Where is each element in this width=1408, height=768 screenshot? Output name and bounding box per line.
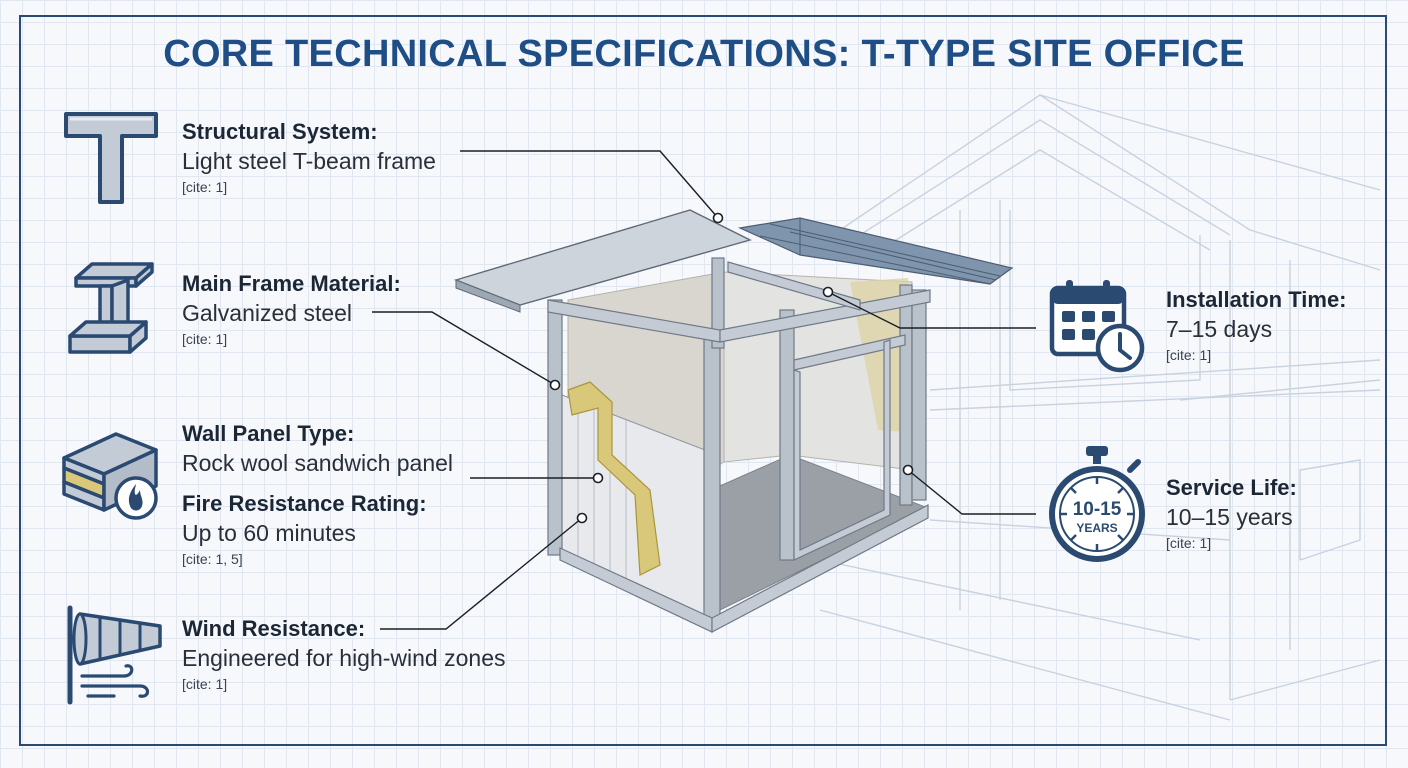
background-building-sketch (819, 94, 1381, 721)
spec-value: Engineered for high-wind zones (182, 645, 506, 671)
spec-cite: [cite: 1] (182, 179, 228, 195)
post-right-front (911, 289, 927, 501)
leader-install (827, 291, 1036, 329)
calendar-clock-icon (1049, 280, 1145, 373)
post-front-mid (703, 329, 721, 621)
leader-wind (380, 517, 583, 630)
sandwich-panel-fire-icon (62, 432, 158, 520)
spec-cite: [cite: 1] (182, 331, 228, 347)
bottom-rail-right (711, 504, 929, 633)
spec-cite: [cite: 1] (182, 676, 228, 692)
post-back-mid (711, 257, 725, 349)
post-front-left (547, 299, 563, 556)
ridge-beam (727, 261, 861, 311)
leader-life (907, 469, 1036, 515)
spec-label: Structural System: (182, 119, 378, 144)
t-beam-icon (64, 112, 158, 204)
spec-label: Service Life: (1166, 475, 1297, 500)
spec-wind-resistance: Wind Resistance: Engineered for high-win… (182, 615, 505, 695)
spec-label: Main Frame Material: (182, 271, 401, 296)
stopwatch-icon: 10-15 YEARS (1049, 446, 1145, 562)
outer-frame (19, 15, 1387, 746)
leader-frame (372, 311, 556, 386)
spec-value: 7–15 days (1166, 316, 1273, 342)
spec-label: Fire Resistance Rating: (182, 491, 427, 516)
spec-value: Light steel T-beam frame (182, 148, 436, 174)
spec-wall-panel: Wall Panel Type: Rock wool sandwich pane… (182, 420, 453, 478)
spec-value: Galvanized steel (182, 300, 353, 326)
i-beam-icon (68, 262, 154, 354)
spec-label: Installation Time: (1166, 287, 1347, 312)
spec-structural: Structural System: Light steel T-beam fr… (182, 118, 436, 198)
spec-fire-resistance: Fire Resistance Rating: Up to 60 minutes… (182, 490, 427, 570)
spec-frame-material: Main Frame Material: Galvanized steel [c… (182, 270, 401, 350)
spec-value: Rock wool sandwich panel (182, 450, 454, 476)
spec-cite: [cite: 1] (1166, 535, 1212, 551)
spec-cite: [cite: 1] (1166, 347, 1212, 363)
mid-beam (793, 334, 906, 371)
leader-structural (460, 150, 719, 219)
stopwatch-years-range: 10-15 (1073, 499, 1122, 520)
spec-label: Wall Panel Type: (182, 421, 355, 446)
windsock-icon (67, 605, 162, 705)
roof-left-fascia (455, 279, 521, 313)
door-frame (793, 339, 891, 561)
spec-value: Up to 60 minutes (182, 520, 356, 546)
rock-wool-insulation (567, 381, 661, 576)
spec-value: 10–15 years (1166, 504, 1293, 530)
post-front-right (779, 309, 795, 561)
page-title: CORE TECHNICAL SPECIFICATIONS: T-TYPE SI… (163, 33, 1245, 75)
spec-service-life: Service Life: 10–15 years [cite: 1] (1166, 474, 1297, 554)
stopwatch-years-label: YEARS (1076, 521, 1117, 535)
back-insulation (850, 278, 908, 432)
spec-installation-time: Installation Time: 7–15 days [cite: 1] (1166, 286, 1347, 366)
spec-cite: [cite: 1, 5] (182, 551, 243, 567)
spec-label: Wind Resistance: (182, 616, 366, 641)
